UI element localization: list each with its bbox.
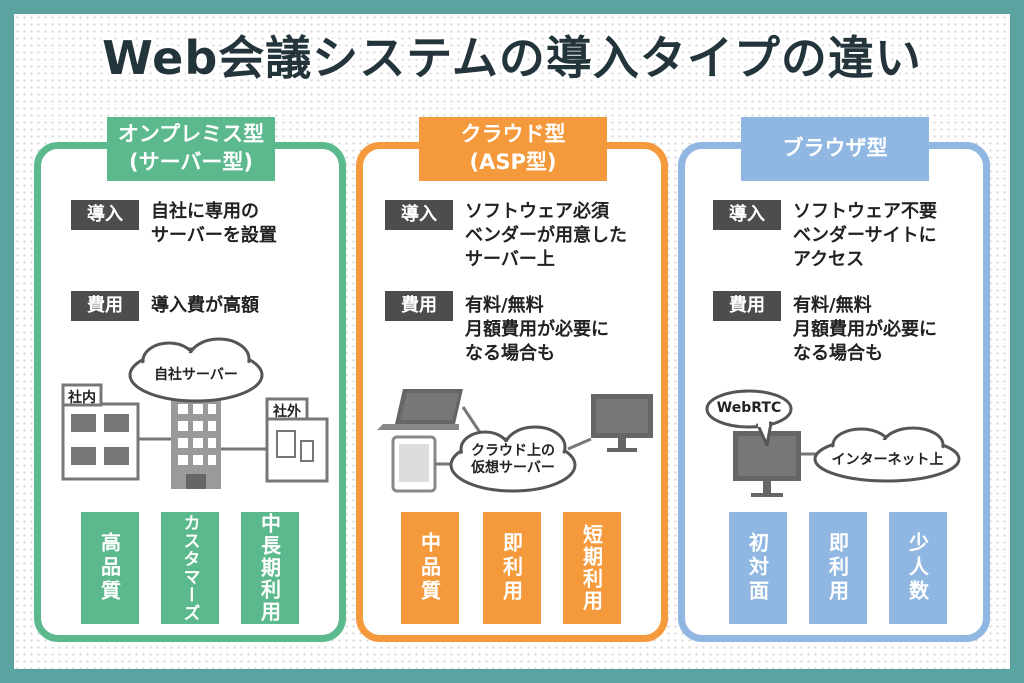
cloud-label: クラウド上の仮想サーバー — [471, 443, 555, 476]
header-line: (サーバー型) — [129, 150, 253, 174]
cloud-label: 自社サーバー — [154, 367, 238, 383]
onpremise-illustration — [61, 337, 329, 489]
inside-label: 社内 — [68, 390, 96, 406]
cloud-illustration — [377, 389, 653, 493]
intro-text: ソフトウェア必須ベンダーが用意したサーバー上 — [465, 201, 627, 270]
header-line: オンプレミス型 — [117, 122, 265, 146]
header-line: クラウド型 — [460, 122, 566, 146]
browser-illustration — [705, 389, 961, 497]
column-header: クラウド型 (ASP型) — [419, 117, 607, 181]
column-header: オンプレミス型 (サーバー型) — [107, 117, 275, 181]
intro-text: ソフトウェア不要ベンダーサイトにアクセス — [793, 201, 937, 270]
cost-tag: 費用 — [713, 291, 781, 321]
feature-box: 中長期利用 — [241, 512, 299, 624]
intro-tag: 導入 — [713, 200, 781, 230]
cloud-label: インターネット上 — [831, 452, 944, 468]
webrtc-label: WebRTC — [716, 400, 782, 416]
cost-text: 有料/無料月額費用が必要になる場合も — [793, 295, 937, 364]
column-cloud: クラウド型 (ASP型) 導入 ソフトウェア必須ベンダーが用意したサーバー上 費… — [356, 117, 668, 642]
feature-box: 即利用 — [809, 512, 867, 624]
intro-tag: 導入 — [71, 200, 139, 230]
cost-tag: 費用 — [385, 291, 453, 321]
column-browser: ブラウザ型 導入 ソフトウェア不要ベンダーサイトにアクセス 費用 有料/無料月額… — [678, 117, 990, 642]
page-title: Web会議システムの導入タイプの違い — [102, 31, 922, 85]
header-line: ブラウザ型 — [782, 136, 888, 160]
feature-box: 初対面 — [729, 512, 787, 624]
feature-box: カスタマーズ — [161, 512, 219, 624]
intro-text: 自社に専用のサーバーを設置 — [151, 201, 277, 246]
cost-text: 導入費が高額 — [151, 295, 259, 316]
cost-text: 有料/無料月額費用が必要になる場合も — [465, 295, 609, 364]
column-header: ブラウザ型 — [741, 117, 929, 181]
cost-tag: 費用 — [71, 291, 139, 321]
outside-label: 社外 — [273, 404, 301, 420]
intro-tag: 導入 — [385, 200, 453, 230]
feature-box: 中品質 — [401, 512, 459, 624]
feature-box: 即利用 — [483, 512, 541, 624]
feature-box: 短期利用 — [563, 512, 621, 624]
feature-box: 少人数 — [889, 512, 947, 624]
column-onpremise: オンプレミス型 (サーバー型) 導入 自社に専用のサーバーを設置 費用 導入費が… — [34, 117, 346, 642]
header-line: (ASP型) — [469, 150, 557, 174]
feature-box: 高品質 — [81, 512, 139, 624]
